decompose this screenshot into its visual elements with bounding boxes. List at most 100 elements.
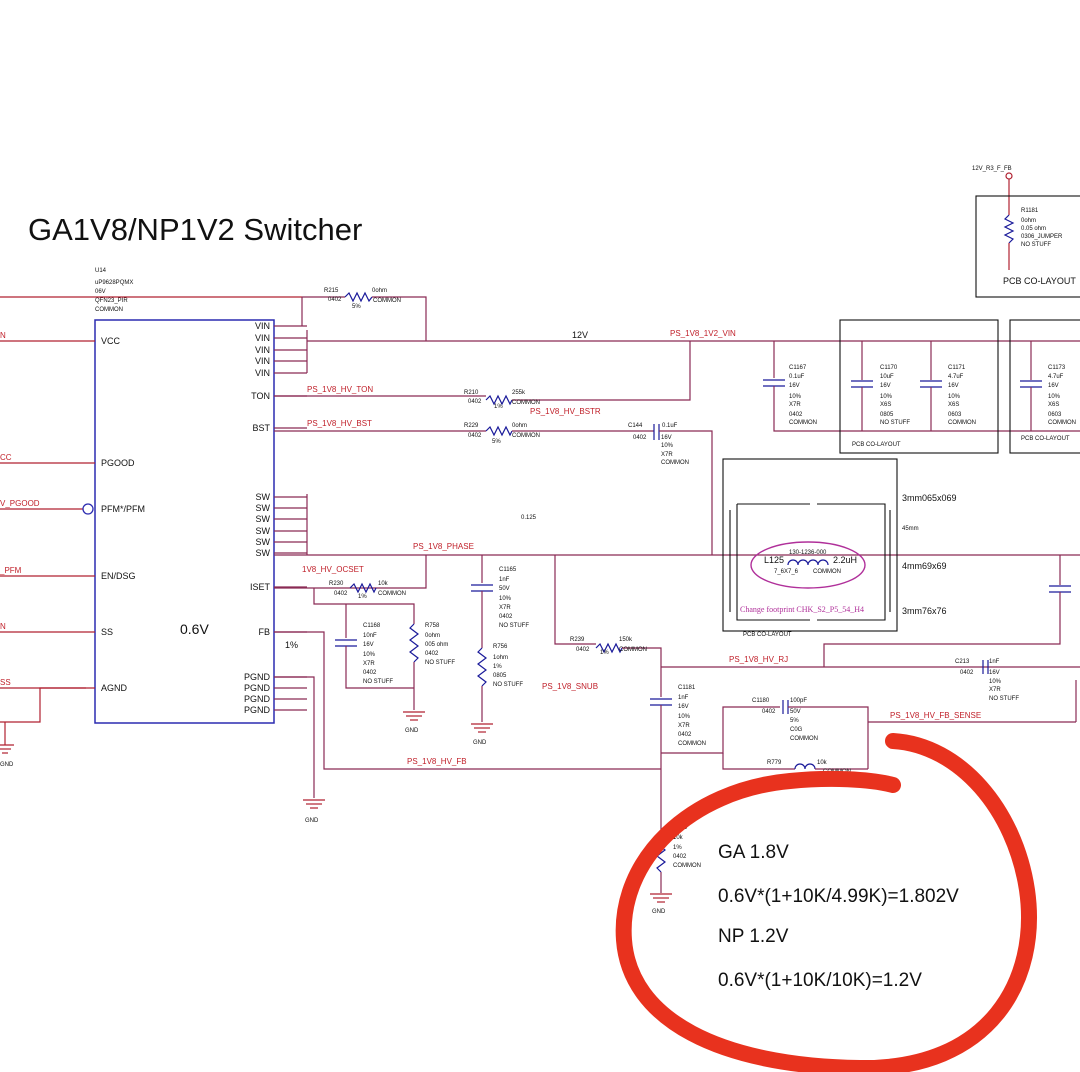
c1180-value: 100pF [790,698,807,704]
c1165-l2: 10% [499,596,512,602]
inductor-l125 [787,559,829,566]
ic-pin-label-right: ISET [250,582,271,592]
net-snub: PS_1V8_SNUB [542,682,598,691]
c1168-l4: 0402 [363,670,377,676]
r239-tol: 1% [600,650,609,656]
resistor-r1181 [1003,214,1015,244]
ground-symbol-r769: GND [650,893,672,915]
r215-pkg: 0402 [328,297,342,303]
r756-l1: 1% [493,664,502,670]
ic-center-label: 0.6V [180,621,209,637]
c1173-l1: 16V [1048,383,1059,389]
c1181-l2: 10% [678,714,691,720]
ic-pin-label-right: PGND [244,683,271,693]
r756-l3: NO STUFF [493,682,523,688]
r229-tol: 5% [492,439,501,445]
r758-l2: 0402 [425,651,439,657]
c1173-value: 4.7uF [1048,374,1064,380]
c213-l4: NO STUFF [989,696,1019,702]
resistor-r758 [409,623,419,663]
annotation-circle [615,733,1037,1072]
ic-pin-label-right: SW [256,548,271,558]
c144-l3: X7R [661,452,673,458]
input-caps: C1167 0.1uF 16V 10% X7R 0402 COMMON PCB … [763,319,1080,454]
c1168-value: 10nF [363,633,377,639]
c213-l1: 16V [989,670,1000,676]
ic-pin-label-right: VIN [255,345,270,355]
pcb-colayout-box-4 [722,458,898,632]
c1168-l1: 16V [363,642,374,648]
c1167-ref: C1167 [789,365,807,371]
ic-pin-label-right: BST [252,423,270,433]
r215-value: 0ohm [372,288,387,294]
c1170-l1: 16V [880,383,891,389]
left-net-label: _PFM [0,566,22,575]
inductor-highlight-ellipse [750,541,866,589]
r1181-value: 0ohm [1021,218,1036,224]
pcb-colayout-label-1: PCB CO-LAYOUT [1003,276,1076,286]
left-net-label: CC [0,453,12,462]
ic-pin-label-right: VIN [255,356,270,366]
r756-ref: R756 [493,644,508,650]
c144-pkg: 0402 [633,435,647,441]
ic-pin-label-right: SW [256,492,271,502]
r769-l2: 0402 [673,854,687,860]
c1181-value: 1nF [678,695,689,701]
r239-pkg: 0402 [576,647,590,653]
c1180-l4: COMMON [790,736,818,742]
pcb-colayout-label-2: PCB CO-LAYOUT [852,442,901,448]
r239-type: COMMON [619,647,647,653]
r210-value: 255k [512,390,526,396]
c213-ref: C213 [955,659,970,665]
c1168-l5: NO STUFF [363,679,393,685]
r779-ref: R779 [767,760,782,766]
r230-tol: 1% [358,594,367,600]
l125-type: COMMON [813,569,841,575]
ground-symbol-pgnd: GND [303,799,325,824]
c1165-value: 1nF [499,577,510,583]
r239-value: 150k [619,637,633,643]
gnd-label-r758: GND [405,728,419,734]
gnd-label-r756: GND [473,740,487,746]
c1171-l4: 0603 [948,412,962,418]
ic-package: QFN23_PIR [95,298,128,304]
resistor-r210 [485,394,513,406]
l125-note: Change footprint CHK_S2_P5_54_H4 [740,605,864,614]
ic-type: COMMON [95,307,123,313]
left-net-label: N [0,331,6,340]
r1181-ref: R1181 [1021,208,1039,214]
r210-type: COMMON [512,400,540,406]
r779-value: 10k [817,760,828,766]
ic-pin-label-left: VCC [101,336,121,346]
c1180-l2: 5% [790,718,799,724]
net-12v: 12V [572,330,588,340]
ic-pin-label-left: SS [101,627,113,637]
pcb-colayout-box [975,195,1080,298]
c213-pkg: 0402 [960,670,974,676]
ic-pin-label-right: PGND [244,694,271,704]
l125-value: 2.2uH [833,555,857,565]
r215-type: COMMON [373,298,401,304]
c144-value: 0.1uF [662,423,678,429]
r758-l1: 005 ohm [425,642,448,648]
left-net-label: SS [0,678,11,687]
r215-tol: 5% [352,304,361,310]
c1181-l1: 16V [678,704,689,710]
r230-pkg: 0402 [334,591,348,597]
net-ocset: 1V8_HV_OCSET [302,565,364,574]
c213-value: 1nF [989,659,1000,665]
r230-value: 10k [378,581,389,587]
pcb-colayout-box-2 [839,319,999,454]
ic-pin-label-right: SW [256,526,271,536]
ic-voltage: 06V [95,289,106,295]
resistor-r239 [595,642,623,654]
l125-pkg: 7_6X7_6 [774,569,799,575]
ic-pin-label-right: PGND [244,672,271,682]
ic-u14: U14 uP9628PQMX 06V QFN23_PIR COMMON 0.6V… [94,268,307,724]
ic-pin-label-right: FB [258,627,270,637]
r215-ref: R215 [324,288,339,294]
r1181-l1: 0.05 ohm [1021,226,1046,232]
r210-ref: R210 [464,390,479,396]
c1171-ref: C1171 [948,365,966,371]
